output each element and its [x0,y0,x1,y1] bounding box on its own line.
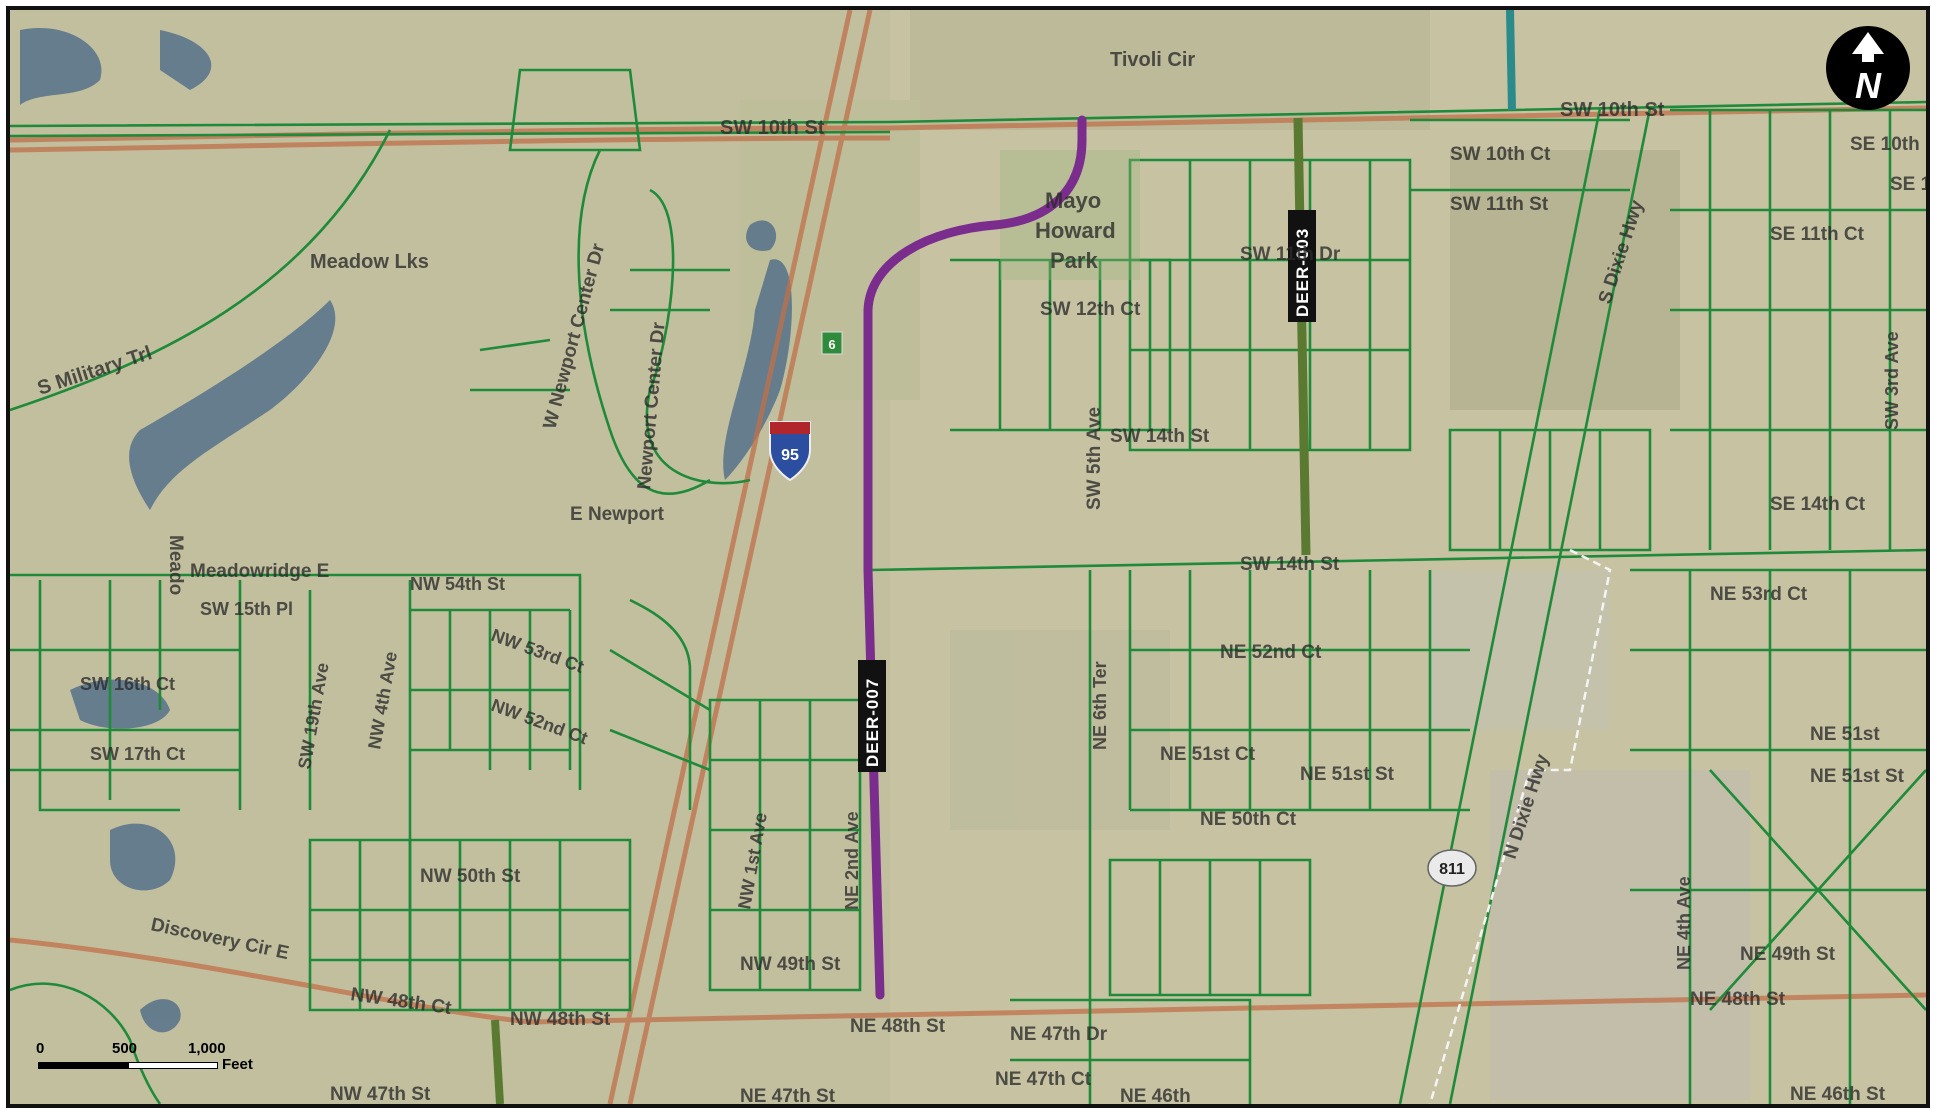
label-sw-15th-pl: SW 15th Pl [200,599,293,619]
label-ne-6th-ter: NE 6th Ter [1090,661,1110,750]
label-meadow-lks: Meadow Lks [310,251,429,273]
railway-line [1428,548,1612,1104]
label-sw-11th-st: SW 11th St [1450,194,1549,215]
label-meado: Meado [165,535,186,595]
label-ne-47th-st: NE 47th St [740,1086,836,1104]
north-arrow-icon: N [1824,24,1912,112]
label-nw-50th-st: NW 50th St [420,866,521,887]
major-roads [10,10,1926,1104]
label-sw-10th-st-east: SW 10th St [1560,99,1665,121]
label-ne-47th-ct: NE 47th Ct [995,1069,1092,1090]
route-deer-007-line[interactable] [863,115,1087,1000]
label-nw-47th-st: NW 47th St [330,1084,431,1104]
scale-bar: 0 500 1,000 Feet [36,1040,266,1090]
label-ne-48th-st: NE 48th St [850,1016,946,1037]
label-park-mayo: Mayo [1045,188,1101,213]
label-ne-51st: NE 51st [1810,724,1880,745]
label-nw-54th-st: NW 54th St [410,574,505,594]
scale-tick-500: 500 [112,1040,138,1057]
route-teal-segment [1506,10,1516,111]
map-frame[interactable]: DEER-007 DEER-003 95 811 6 SW 10th St Ti… [6,6,1930,1108]
water-bodies [20,28,792,1033]
label-se-11th-ct: SE 11th Ct [1770,224,1865,245]
scale-unit: Feet [222,1056,253,1073]
label-se-1: SE 1 [1890,174,1926,195]
label-sw-14th-st: SW 14th St [1110,426,1210,447]
label-sw-10th-st-west: SW 10th St [720,117,825,139]
svg-text:N: N [1855,65,1882,106]
state-road-shield: 811 [1427,849,1477,887]
label-park-park: Park [1050,248,1098,273]
label-ne-53rd-ct: NE 53rd Ct [1710,584,1808,605]
label-ne-49th-st: NE 49th St [1740,944,1836,965]
label-e-newport: E Newport [570,504,665,525]
label-sw-10th-ct: SW 10th Ct [1450,144,1551,165]
label-tivoli-cir: Tivoli Cir [1110,49,1195,71]
label-meadowridge-e: Meadowridge E [190,561,329,582]
scale-bar-white-segment [128,1062,218,1069]
label-ne-46th-st: NE 46th St [1790,1084,1886,1104]
label-ne-4th-ave: NE 4th Ave [1674,876,1694,970]
label-park-howard: Howard [1035,218,1116,243]
label-se-14th-ct: SE 14th Ct [1770,494,1866,515]
interstate-shield: 95 [769,421,811,482]
scale-bar-black-segment [38,1062,128,1069]
label-sw-14th-st-2: SW 14th St [1240,554,1340,575]
label-ne-51st-st-east: NE 51st St [1810,766,1905,787]
label-nw-49th-st: NW 49th St [740,954,841,975]
label-ne-48th-st-east: NE 48th St [1690,989,1786,1010]
label-ne-47th-dr: NE 47th Dr [1010,1024,1108,1045]
map-canvas[interactable]: DEER-007 DEER-003 95 811 6 SW 10th St Ti… [10,10,1926,1104]
label-sw-11th-dr: SW 11th Dr [1240,244,1341,265]
aerial-texture [10,10,1750,1104]
label-nw-48th-st: NW 48th St [510,1009,611,1030]
svg-text:6: 6 [828,337,835,352]
green-route-marker: 6 [821,331,843,355]
label-ne-50th-ct: NE 50th Ct [1200,809,1297,830]
scale-tick-0: 0 [36,1040,45,1057]
label-se-10th: SE 10th [1850,134,1920,155]
label-ne-51st-st: NE 51st St [1300,764,1395,785]
label-sw-16th-ct: SW 16th Ct [80,674,175,694]
svg-text:DEER-003: DEER-003 [1293,228,1312,317]
label-sw-17th-ct: SW 17th Ct [90,744,185,764]
route-label-deer-003: DEER-003 [1288,210,1316,322]
label-ne-51st-ct: NE 51st Ct [1160,744,1256,765]
label-ne-46th: NE 46th [1120,1086,1191,1104]
svg-text:DEER-007: DEER-007 [863,678,882,767]
label-ne-52nd-ct: NE 52nd Ct [1220,642,1322,663]
route-label-deer-007: DEER-007 [858,660,886,772]
scale-tick-1000: 1,000 [188,1040,226,1057]
label-ne-2nd-ave: NE 2nd Ave [842,811,862,910]
route-green-segment-sw [491,1019,504,1104]
label-sw-5th-ave: SW 5th Ave [1084,407,1105,510]
route-deer-003-line[interactable] [1293,117,1311,556]
svg-text:811: 811 [1439,861,1465,878]
label-sw-3rd-ave: SW 3rd Ave [1882,331,1902,430]
svg-text:95: 95 [781,447,799,464]
label-sw-12th-ct: SW 12th Ct [1040,299,1141,320]
street-network [10,68,1926,1104]
